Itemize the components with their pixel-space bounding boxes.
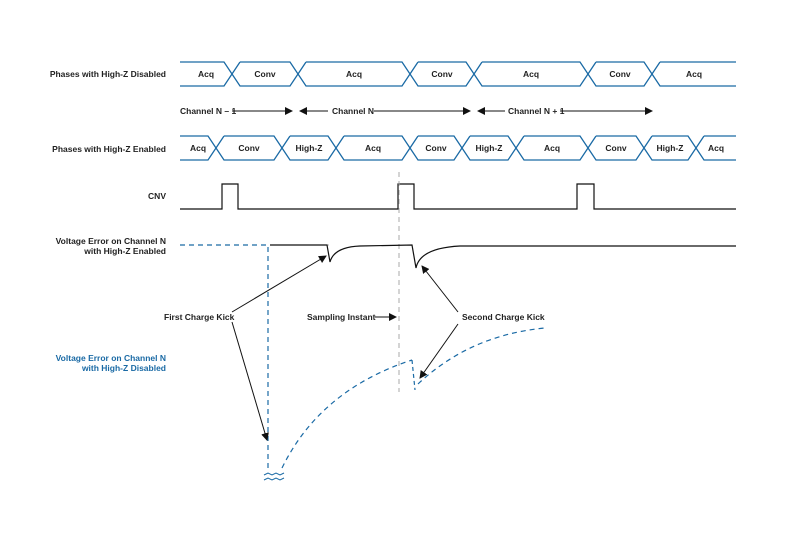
phase-label: Acq — [523, 69, 539, 79]
label-cnv: CNV — [148, 191, 166, 201]
phase-label: Conv — [254, 69, 276, 79]
cnv-signal — [180, 183, 736, 210]
phase-label: Conv — [609, 69, 631, 79]
verr-enabled-trace — [270, 244, 736, 269]
channel-next-label: Channel N + 1 — [508, 106, 565, 116]
phase-segment — [281, 135, 337, 161]
label-high-z-enabled: Phases with High-Z Enabled — [52, 144, 166, 154]
phase-label: Conv — [431, 69, 453, 79]
phase-label: Conv — [605, 143, 627, 153]
phase-segment — [231, 61, 299, 87]
axis-break-icon — [263, 472, 285, 481]
phase-label: Acq — [365, 143, 381, 153]
channel-arrows: Channel N – 1 Channel N Channel N + 1 — [180, 106, 653, 116]
verr-disabled-recovery-1 — [281, 359, 413, 469]
phase-segment — [587, 61, 653, 87]
second-kick-arrow-enabled — [421, 265, 459, 313]
phase-segment — [695, 135, 736, 161]
phase-label: Conv — [425, 143, 447, 153]
phase-segment — [587, 135, 645, 161]
verr-disabled-recovery-2 — [417, 327, 546, 385]
label-verr-enabled-2: with High-Z Enabled — [83, 246, 166, 256]
phase-label: High-Z — [476, 143, 503, 153]
phase-segment — [473, 61, 589, 87]
label-verr-disabled-1: Voltage Error on Channel N — [56, 353, 166, 363]
phase-bus-high-z-disabled: Acq Conv Acq Conv Acq Conv Acq — [180, 61, 736, 87]
verr-disabled-drop-2 — [411, 359, 416, 391]
phase-label: Acq — [544, 143, 560, 153]
phase-label: High-Z — [296, 143, 323, 153]
second-kick-arrow-disabled — [419, 323, 459, 379]
phase-label: Acq — [708, 143, 724, 153]
phase-label: Acq — [190, 143, 206, 153]
phase-label: Acq — [198, 69, 214, 79]
verr-disabled-drop-1 — [180, 244, 269, 470]
first-kick-arrow-enabled — [231, 255, 327, 313]
phase-label: Acq — [686, 69, 702, 79]
phase-segment — [409, 135, 463, 161]
phase-label: High-Z — [657, 143, 684, 153]
channel-curr-label: Channel N — [332, 106, 374, 116]
phase-segment — [297, 61, 411, 87]
label-verr-enabled-1: Voltage Error on Channel N — [56, 236, 166, 246]
label-high-z-disabled: Phases with High-Z Disabled — [50, 69, 166, 79]
sampling-instant-label: Sampling Instant — [307, 312, 376, 322]
label-verr-disabled-2: with High-Z Disabled — [81, 363, 166, 373]
phase-label: Conv — [238, 143, 260, 153]
first-kick-label: First Charge Kick — [164, 312, 235, 322]
first-kick-arrow-disabled — [231, 321, 269, 441]
phase-segment — [335, 135, 411, 161]
phase-segment — [409, 61, 475, 87]
phase-bus-high-z-enabled: Acq Conv High-Z Acq Conv High-Z Acq Conv High-Z A… — [180, 135, 736, 161]
phase-segment — [643, 135, 697, 161]
channel-prev-label: Channel N – 1 — [180, 106, 236, 116]
phase-segment — [651, 61, 736, 87]
phase-segment — [215, 135, 283, 161]
phase-label: Acq — [346, 69, 362, 79]
second-kick-label: Second Charge Kick — [462, 312, 545, 322]
phase-segment — [515, 135, 589, 161]
phase-segment — [461, 135, 517, 161]
